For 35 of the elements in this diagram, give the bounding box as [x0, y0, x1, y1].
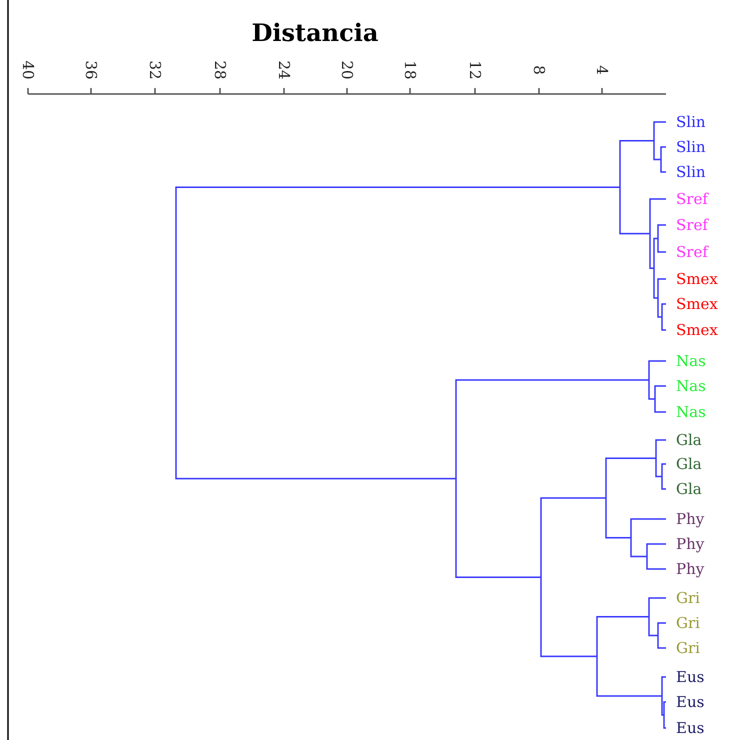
leaf-label: Sref [676, 243, 708, 261]
leaf-label: Gla [676, 455, 702, 473]
tick-label: 20 [339, 59, 355, 82]
leaf-label: Gri [676, 614, 700, 632]
leaf-label: Slin [676, 113, 706, 131]
leaf-label: Nas [676, 403, 706, 421]
tick-label: 18 [402, 59, 418, 82]
leaf-label: Phy [676, 510, 704, 528]
leaf-label: Eus [676, 668, 704, 686]
tick-label: 12 [467, 59, 483, 82]
leaf-label: Smex [676, 295, 718, 313]
leaf-label: Phy [676, 535, 704, 553]
leaf-label: Nas [676, 352, 706, 370]
leaf-label: Gla [676, 431, 702, 449]
leaf-label: Gla [676, 480, 702, 498]
tick-label: 8 [531, 64, 547, 77]
tick-label: 28 [212, 59, 228, 82]
leaf-label: Eus [676, 693, 704, 711]
tick-label: 4 [594, 64, 610, 77]
leaf-label: Gri [676, 639, 700, 657]
tick-label: 36 [83, 59, 99, 82]
tick-label: 24 [276, 59, 292, 82]
leaf-label: Slin [676, 163, 706, 181]
leaf-label: Slin [676, 138, 706, 156]
leaf-label: Eus [676, 719, 704, 737]
leaf-label: Phy [676, 560, 704, 578]
tick-label: 32 [147, 59, 163, 82]
leaf-label: Sref [676, 190, 708, 208]
leaf-label: Gri [676, 589, 700, 607]
leaf-label: Nas [676, 377, 706, 395]
leaf-label: Smex [676, 321, 718, 339]
leaf-label: Smex [676, 270, 718, 288]
tick-label: 40 [20, 59, 36, 82]
axis-title: Distancia [250, 18, 380, 47]
leaf-label: Sref [676, 216, 708, 234]
